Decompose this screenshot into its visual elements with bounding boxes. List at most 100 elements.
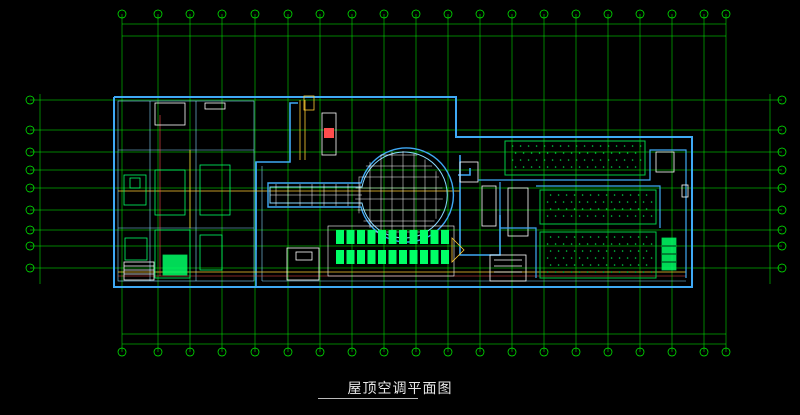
hatch-dot (581, 236, 584, 238)
hatch-dot (546, 215, 549, 217)
hatch-dot (519, 159, 522, 161)
axis-bubble (315, 347, 325, 357)
hatch-dot (562, 271, 565, 273)
hatch-dot (511, 159, 514, 161)
hatch-dot (602, 152, 605, 154)
hatch-dot (570, 243, 573, 245)
hatch-dot (581, 264, 584, 266)
axis-bubble (25, 225, 35, 235)
hatch-dot (650, 215, 653, 217)
axis-bubble (411, 9, 421, 19)
hatch-dot (637, 194, 640, 196)
hatch-dot (602, 215, 605, 217)
seat-block (399, 250, 407, 264)
plan-title: 屋顶空调平面图 (347, 381, 453, 397)
hatch-dot (645, 236, 648, 238)
hatch-dot (557, 236, 560, 238)
hatch-dot (605, 194, 608, 196)
hatch-dot (567, 159, 570, 161)
axis-bubble (777, 183, 787, 193)
hatch-dot (586, 257, 589, 259)
axis-bubble (603, 9, 613, 19)
hatch-dot (551, 159, 554, 161)
hatch-dot (522, 166, 525, 168)
hatch-dot (594, 166, 597, 168)
hatch-dot (570, 166, 573, 168)
hatch-dot (637, 208, 640, 210)
stair-core (303, 95, 337, 156)
axis-bubble (777, 225, 787, 235)
hatch-dot (599, 159, 602, 161)
axis-bubble (347, 347, 357, 357)
axis-bubble (185, 347, 195, 357)
hatch-dot (642, 257, 645, 259)
hatch-dot (559, 145, 562, 147)
hatch-dot (546, 201, 549, 203)
building-outline (113, 96, 693, 288)
axis-bubble (507, 9, 517, 19)
hatch-dot (570, 271, 573, 273)
axis-bubble (25, 125, 35, 135)
hatch-dot (610, 152, 613, 154)
hatch-dot (562, 257, 565, 259)
hatch-dot (631, 159, 634, 161)
hatch-dot (570, 257, 573, 259)
seat-block (378, 250, 386, 264)
hatch-dot (549, 208, 552, 210)
axis-bubble (25, 165, 35, 175)
hatch-dot (634, 215, 637, 217)
hatch-dot (589, 208, 592, 210)
hatch-dot (621, 236, 624, 238)
hatch-dot (605, 236, 608, 238)
seat-block (336, 230, 344, 244)
axis-bubble (777, 241, 787, 251)
hatch-dot (597, 250, 600, 252)
seat-block (378, 230, 386, 244)
hatch-dot (578, 201, 581, 203)
hatch-dot (634, 201, 637, 203)
hatch-dot (629, 208, 632, 210)
hatch-dot (642, 215, 645, 217)
seat-block (357, 250, 365, 264)
hatch-dot (594, 257, 597, 259)
seat-block (409, 230, 418, 244)
hatch-dot (650, 201, 653, 203)
axis-bubble (411, 347, 421, 357)
seat-block (346, 230, 355, 244)
hatch-dot (530, 166, 533, 168)
hatch-dot (650, 243, 653, 245)
hatch-dot (610, 215, 613, 217)
hatch-dot (527, 145, 530, 147)
hatch-dot (557, 194, 560, 196)
axis-bubble (475, 347, 485, 357)
hatch-dot (562, 166, 565, 168)
hatch-dot (589, 264, 592, 266)
hatch-dot (554, 271, 557, 273)
hatch-dot (578, 215, 581, 217)
hatch-dot (637, 264, 640, 266)
hatch-dot (530, 152, 533, 154)
hatch-dot (554, 257, 557, 259)
hatch-dot (578, 257, 581, 259)
hatch-dot (562, 152, 565, 154)
axis-bubble (153, 9, 163, 19)
hatch-dot (546, 152, 549, 154)
equipment-boxes (286, 161, 529, 282)
hatch-dot (615, 145, 618, 147)
hatch-dot (613, 208, 616, 210)
axis-bubble (475, 9, 485, 19)
hatch-dot (605, 208, 608, 210)
hatch-dot (602, 201, 605, 203)
hatch-dot (637, 250, 640, 252)
hatch-dot (634, 243, 637, 245)
axis-bubble (699, 347, 709, 357)
axis-bubble (571, 9, 581, 19)
hatch-dot (538, 166, 541, 168)
hatch-dot (589, 194, 592, 196)
hatch-dot (639, 145, 642, 147)
axis-bubble (667, 347, 677, 357)
hatch-dot (543, 159, 546, 161)
seat-block (409, 250, 418, 264)
hatch-dot (549, 236, 552, 238)
hatch-dot (551, 145, 554, 147)
